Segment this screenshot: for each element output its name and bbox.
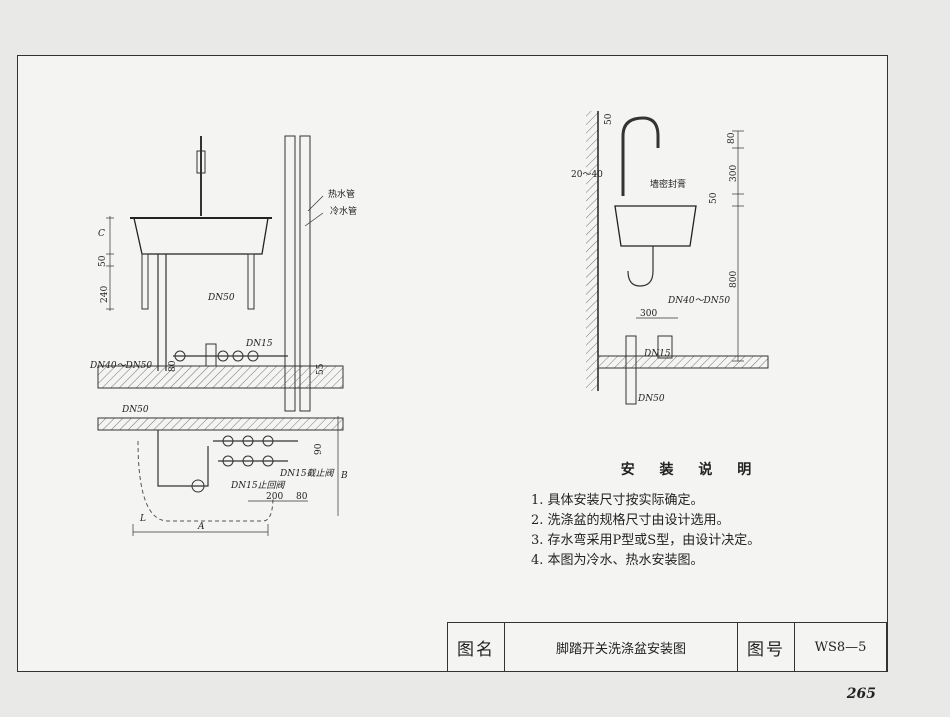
installation-drawing: 热水管 冷水管 DN50 DN15 DN40～DN50 DN50 DN15截止阀… xyxy=(89,111,769,536)
notes-list: 1. 具体安装尺寸按实际确定。 2. 洗涤盆的规格尺寸由设计选用。 3. 存水弯… xyxy=(531,491,861,571)
label-dim-80-a: 80 xyxy=(296,492,308,502)
floor-slab-lower xyxy=(97,417,344,431)
drawing-frame: 热水管 冷水管 DN50 DN15 DN40～DN50 DN50 DN15截止阀… xyxy=(17,55,888,672)
floor-slab xyxy=(97,365,344,389)
label-dim-50-a: 50 xyxy=(98,255,108,267)
faucet-valve xyxy=(196,150,206,174)
label-cold-water-pipe: 冷水管 xyxy=(330,205,357,217)
notes-title: 安 装 说 明 xyxy=(620,462,762,478)
label-dim-90: 90 xyxy=(314,443,324,455)
note-item: 2. 洗涤盆的规格尺寸由设计选用。 xyxy=(531,513,730,528)
label-dim-55: 55 xyxy=(316,363,326,375)
label-dn15-stop-valve: DN15截止阀 xyxy=(279,468,335,479)
label-dim-50-b: 50 xyxy=(604,113,614,125)
sink-leg-left xyxy=(141,253,149,310)
right-floor xyxy=(597,355,769,369)
label-dim-b: B xyxy=(340,471,348,481)
p-trap xyxy=(627,246,654,287)
note-item: 1. 具体安装尺寸按实际确定。 xyxy=(531,493,704,508)
label-dn40-dn50-b: DN40～DN50 xyxy=(667,296,730,306)
right-section-view: 50 20～40 墙密封膏 80 300 50 800 DN40～DN50 30… xyxy=(571,111,769,405)
label-dim-200: 200 xyxy=(266,492,283,502)
sink-leg-right xyxy=(247,253,255,310)
sink-bowl xyxy=(133,217,269,255)
right-drain-pipe xyxy=(625,335,637,405)
label-dim-c: C xyxy=(98,229,105,239)
label-dn50-b: DN50 xyxy=(121,405,149,415)
title-block: 图名 脚踏开关洗涤盆安装图 图号 WS8—5 xyxy=(447,622,888,672)
wall xyxy=(586,111,598,391)
left-elevation-view: 热水管 冷水管 DN50 DN15 DN40～DN50 DN50 DN15截止阀… xyxy=(89,135,357,536)
note-item: 4. 本图为冷水、热水安装图。 xyxy=(531,553,704,568)
drawing-name-label: 图名 xyxy=(448,623,505,672)
label-dim-240: 240 xyxy=(100,286,110,303)
label-dn50-c: DN50 xyxy=(637,394,665,404)
label-dim-20-40: 20～40 xyxy=(571,170,603,180)
label-dn15-a: DN15 xyxy=(245,339,273,349)
cold-water-pipe xyxy=(299,135,311,412)
label-dim-l: L xyxy=(139,514,146,524)
page-number: 265 xyxy=(846,686,876,702)
gooseneck-faucet xyxy=(621,116,660,196)
foot-pedal xyxy=(657,335,673,359)
drawing-number-label: 图号 xyxy=(738,623,795,672)
hot-water-pipe xyxy=(284,135,296,412)
installation-notes: 安 装 说 明 1. 具体安装尺寸按实际确定。 2. 洗涤盆的规格尺寸由设计选用… xyxy=(531,459,861,571)
label-dim-300-a: 300 xyxy=(729,165,739,182)
label-dn15-check-valve: DN15止回阀 xyxy=(230,480,286,491)
label-dim-80-c: 80 xyxy=(727,132,737,144)
label-dim-80-b: 80 xyxy=(168,360,178,372)
right-sink-bowl xyxy=(614,205,697,247)
label-dim-50-c: 50 xyxy=(709,192,719,204)
label-dn50-a: DN50 xyxy=(207,293,235,303)
label-dn40-dn50-a: DN40～DN50 xyxy=(89,361,152,371)
drawing-name-value: 脚踏开关洗涤盆安装图 xyxy=(505,623,738,672)
label-dn15-b: DN15 xyxy=(643,349,671,359)
label-dim-800: 800 xyxy=(729,271,739,288)
label-hot-water-pipe: 热水管 xyxy=(328,188,355,200)
drawing-number-value: WS8—5 xyxy=(795,623,887,672)
label-dim-300-b: 300 xyxy=(640,309,657,319)
label-dim-a: A xyxy=(197,522,205,532)
label-wall-seal: 墙密封膏 xyxy=(650,178,686,190)
note-item: 3. 存水弯采用P型或S型，由设计决定。 xyxy=(531,533,761,548)
plan-drain-pipe xyxy=(157,430,209,487)
